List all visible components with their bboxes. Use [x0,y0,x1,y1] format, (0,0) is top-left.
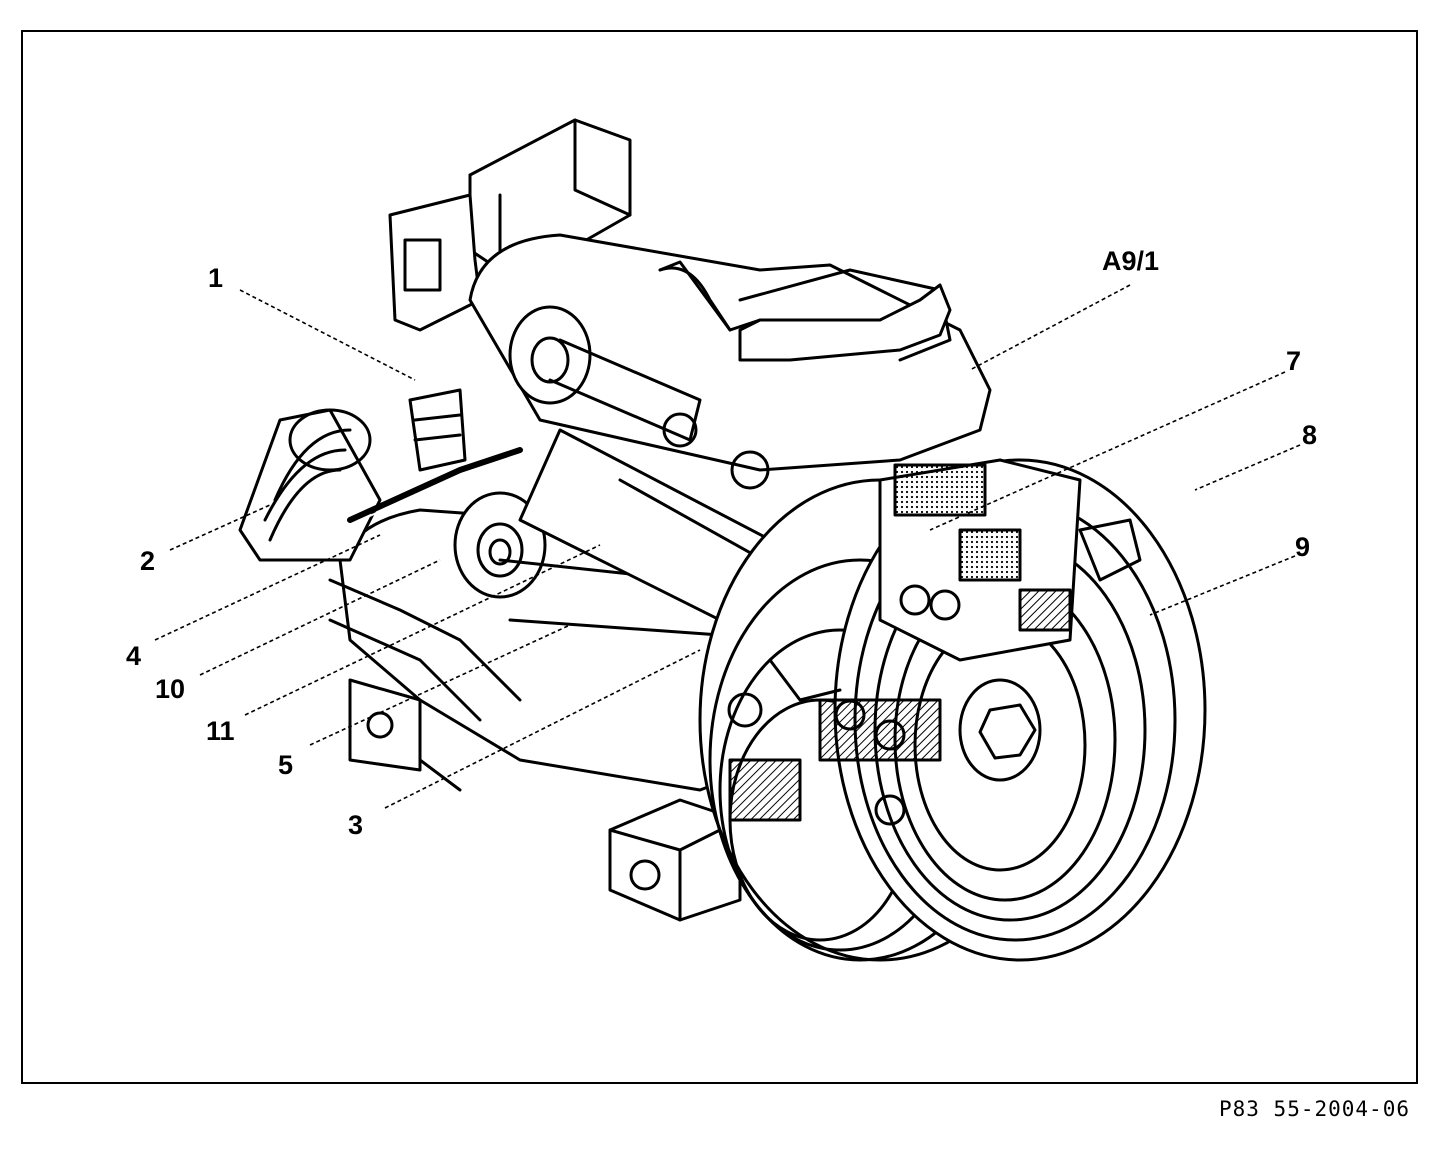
callout-a9-1: A9/1 [1102,246,1160,276]
refrigerant-pipe [658,260,952,362]
field-coil [878,458,1142,662]
bearing-hub [727,658,942,826]
figure-reference-code: P83 55-2004-06 [1218,1097,1410,1121]
callout-10: 10 [155,674,186,704]
callout-5: 5 [278,750,294,780]
callout-8: 8 [1302,420,1318,450]
upper-cylinder [508,305,770,490]
diagram-frame [21,30,1418,1084]
bellows-valve [238,388,467,562]
callout-3: 3 [348,810,364,840]
callout-1: 1 [208,263,224,293]
callout-11: 11 [206,716,235,746]
belt [347,447,523,526]
callout-leaders [154,284,1301,809]
callout-9: 9 [1295,532,1311,562]
callout-7: 7 [1286,346,1302,376]
compressor-housing [468,233,992,472]
callout-2: 2 [140,546,156,576]
mounting-bracket-top [388,118,632,332]
callout-4: 4 [126,641,142,671]
